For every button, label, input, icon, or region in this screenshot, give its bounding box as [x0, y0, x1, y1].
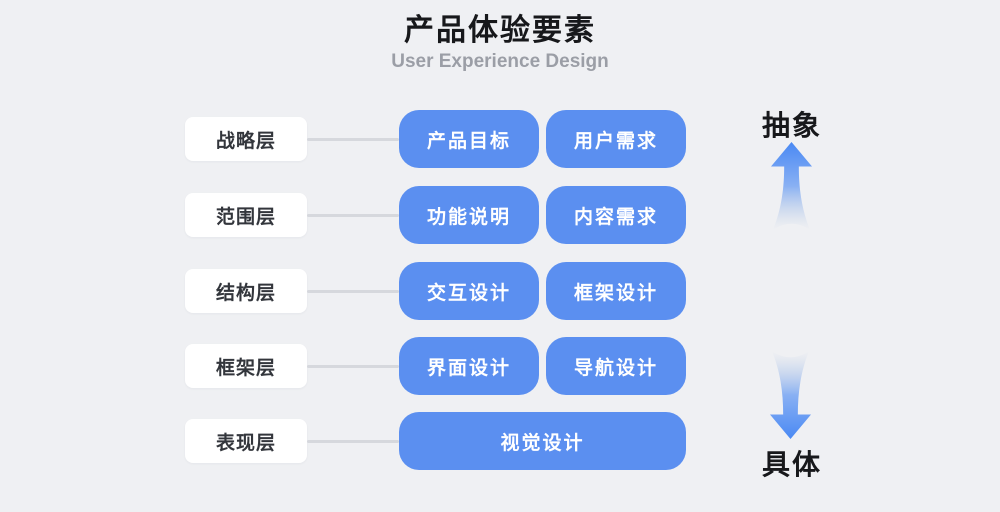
element-card-content-requirements: 内容需求	[546, 186, 686, 244]
connector-line	[307, 364, 399, 368]
element-card-interface-design: 界面设计	[399, 337, 539, 395]
layer-row-skeleton: 框架层 界面设计 导航设计	[185, 337, 686, 395]
layer-row-surface: 表现层 视觉设计	[185, 412, 686, 470]
connector-line	[307, 439, 399, 443]
connector-line	[307, 213, 399, 217]
element-card-functional-specs: 功能说明	[399, 186, 539, 244]
page-subtitle: User Experience Design	[391, 51, 609, 72]
layer-row-scope: 范围层 功能说明 内容需求	[185, 186, 686, 244]
layer-row-structure: 结构层 交互设计 框架设计	[185, 262, 686, 320]
layer-label-skeleton: 框架层	[185, 344, 307, 388]
layer-label-scope: 范围层	[185, 193, 307, 237]
page-title: 产品体验要素	[404, 14, 596, 47]
connector-line	[307, 289, 399, 293]
axis-label-concrete: 具体	[761, 449, 822, 480]
layer-label-strategy: 战略层	[185, 117, 307, 161]
element-card-product-goals: 产品目标	[399, 110, 539, 168]
axis-label-abstract: 抽象	[761, 110, 822, 141]
element-card-user-needs: 用户需求	[546, 110, 686, 168]
arrow-down-icon	[769, 351, 812, 439]
element-card-navigation-design: 导航设计	[546, 337, 686, 395]
element-card-framework-design: 框架设计	[546, 262, 686, 320]
layer-row-strategy: 战略层 产品目标 用户需求	[185, 110, 686, 168]
element-card-visual-design: 视觉设计	[399, 412, 686, 470]
layer-label-structure: 结构层	[185, 269, 307, 313]
arrow-up-icon	[770, 142, 813, 230]
layer-label-surface: 表现层	[185, 419, 307, 463]
element-card-interaction-design: 交互设计	[399, 262, 539, 320]
connector-line	[307, 137, 399, 141]
